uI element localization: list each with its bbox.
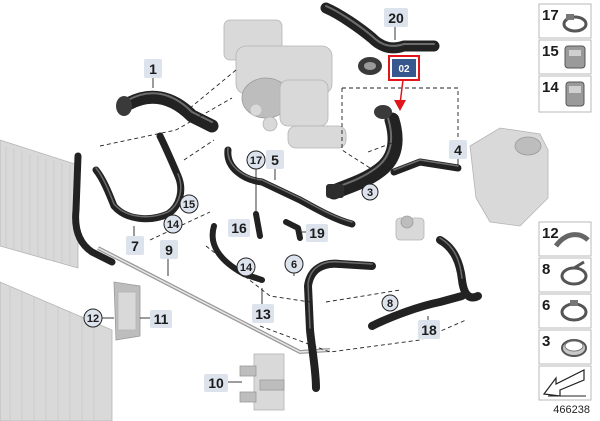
svg-text:6: 6 bbox=[291, 259, 297, 271]
hose-18 bbox=[368, 236, 482, 330]
callout-9[interactable]: 9 bbox=[160, 240, 178, 259]
callout-12[interactable]: 12 bbox=[83, 308, 103, 328]
module-badge-02[interactable]: 02 bbox=[388, 55, 420, 111]
svg-text:12: 12 bbox=[87, 313, 99, 325]
svg-text:6: 6 bbox=[542, 297, 550, 314]
svg-text:16: 16 bbox=[231, 220, 247, 236]
hose-5 bbox=[224, 146, 356, 228]
svg-text:13: 13 bbox=[255, 306, 271, 322]
legend-item-6[interactable]: 6 bbox=[538, 293, 592, 329]
svg-text:17: 17 bbox=[250, 155, 262, 167]
svg-text:12: 12 bbox=[542, 225, 559, 242]
hose-19 bbox=[283, 219, 303, 241]
legend-bottom: 12 8 6 3 bbox=[538, 221, 592, 416]
expansion-tank bbox=[469, 127, 549, 227]
callout-19[interactable]: 19 bbox=[306, 224, 328, 242]
svg-text:14: 14 bbox=[167, 219, 180, 231]
svg-text:8: 8 bbox=[387, 298, 393, 310]
band-clamp-icon bbox=[561, 339, 587, 357]
figure-number: 466238 bbox=[553, 404, 590, 416]
callout-20[interactable]: 20 bbox=[384, 8, 408, 27]
svg-text:7: 7 bbox=[131, 238, 139, 254]
callout-11[interactable]: 11 bbox=[150, 310, 172, 328]
callout-16[interactable]: 16 bbox=[228, 219, 250, 237]
callout-3[interactable]: 3 bbox=[361, 183, 379, 201]
svg-text:5: 5 bbox=[271, 152, 279, 168]
callout-6[interactable]: 6 bbox=[284, 254, 304, 274]
svg-text:3: 3 bbox=[542, 333, 550, 350]
auxiliary-pump bbox=[395, 215, 425, 241]
spring-clamp-icon bbox=[560, 260, 588, 286]
hose-6 bbox=[304, 259, 376, 392]
legend-item-8[interactable]: 8 bbox=[538, 257, 592, 293]
callout-8[interactable]: 8 bbox=[381, 294, 399, 312]
direction-arrow-icon bbox=[542, 369, 586, 397]
bracket-10-part bbox=[239, 353, 285, 411]
legend-item-14[interactable]: 14 bbox=[538, 75, 592, 113]
svg-text:14: 14 bbox=[240, 262, 253, 274]
legend-item-12[interactable]: 12 bbox=[538, 221, 592, 257]
legend-item-arrow[interactable] bbox=[538, 365, 592, 401]
svg-text:4: 4 bbox=[454, 142, 462, 158]
quick-connector-icon bbox=[564, 45, 586, 69]
hose-7 bbox=[72, 132, 185, 266]
legend-top: 17 15 14 bbox=[538, 3, 592, 113]
svg-text:15: 15 bbox=[183, 199, 195, 211]
callout-17[interactable]: 17 bbox=[246, 150, 266, 170]
callout-10[interactable]: 10 bbox=[204, 374, 228, 392]
callout-14-upper[interactable]: 14 bbox=[163, 214, 183, 234]
leader-lines bbox=[99, 27, 467, 383]
callout-1[interactable]: 1 bbox=[144, 59, 162, 78]
connector-icon bbox=[565, 81, 585, 107]
svg-text:10: 10 bbox=[208, 375, 224, 391]
callout-5[interactable]: 5 bbox=[266, 150, 284, 169]
legend-item-17[interactable]: 17 bbox=[538, 3, 592, 39]
svg-text:15: 15 bbox=[542, 43, 559, 60]
callout-4[interactable]: 4 bbox=[449, 140, 467, 159]
egr-turbo-assembly bbox=[223, 19, 347, 149]
svg-text:17: 17 bbox=[542, 7, 559, 24]
svg-text:18: 18 bbox=[421, 322, 437, 338]
hose-bracket-icon bbox=[553, 232, 590, 248]
clamp-icon bbox=[560, 300, 588, 322]
callout-15[interactable]: 15 bbox=[179, 194, 199, 214]
hose-1 bbox=[116, 90, 219, 133]
hose-clamp-icon bbox=[562, 14, 588, 33]
legend-item-3[interactable]: 3 bbox=[538, 329, 592, 365]
highlight-arrow-icon bbox=[394, 100, 406, 111]
bracket-11-part bbox=[113, 281, 141, 341]
callout-7[interactable]: 7 bbox=[126, 236, 144, 255]
svg-text:14: 14 bbox=[542, 79, 559, 96]
module-badge-label: 02 bbox=[398, 64, 410, 75]
svg-text:9: 9 bbox=[165, 242, 173, 258]
svg-text:3: 3 bbox=[367, 187, 373, 199]
callout-13[interactable]: 13 bbox=[252, 304, 274, 323]
radiator bbox=[0, 139, 79, 269]
svg-text:20: 20 bbox=[388, 10, 404, 26]
hose-20 bbox=[320, 2, 440, 75]
svg-text:1: 1 bbox=[149, 61, 157, 77]
callout-14-lower[interactable]: 14 bbox=[236, 257, 256, 277]
hose-4 bbox=[390, 158, 462, 176]
condenser bbox=[0, 281, 113, 421]
hose-3 bbox=[326, 105, 403, 200]
svg-text:11: 11 bbox=[154, 311, 169, 327]
svg-text:19: 19 bbox=[309, 225, 325, 241]
legend-item-15[interactable]: 15 bbox=[538, 39, 592, 75]
callout-18[interactable]: 18 bbox=[418, 320, 440, 339]
svg-text:8: 8 bbox=[542, 261, 550, 278]
